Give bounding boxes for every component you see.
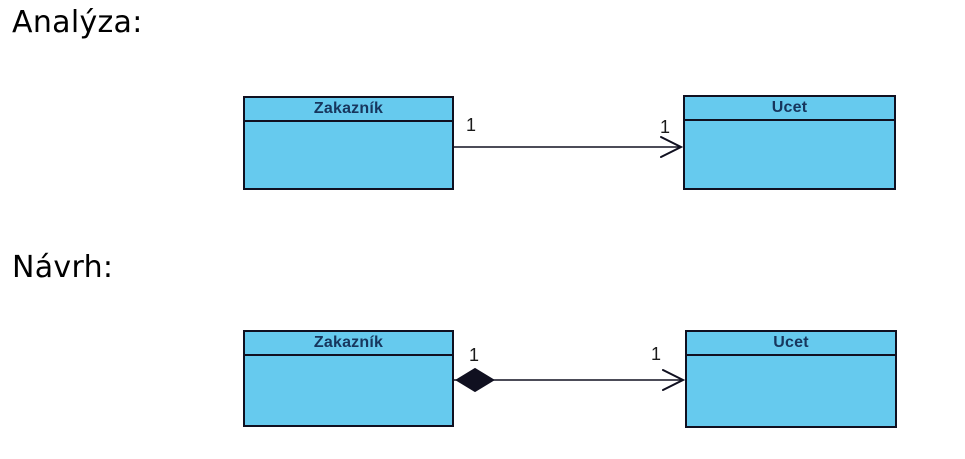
class-name-label: Zakazník — [245, 98, 452, 122]
multiplicity-label-source: 1 — [469, 345, 480, 365]
class-box-zakaznik-analyza: Zakazník — [243, 96, 454, 190]
class-attributes-compartment — [687, 356, 895, 426]
section-title-navrh: Návrh: — [12, 250, 114, 285]
class-attributes-compartment — [245, 356, 452, 425]
multiplicity-label-target: 1 — [660, 117, 671, 137]
multiplicity-label-target: 1 — [651, 344, 662, 364]
composition-diamond-icon — [455, 367, 495, 393]
class-name-label: Ucet — [687, 332, 895, 356]
class-box-zakaznik-navrh: Zakazník — [243, 330, 454, 427]
open-arrowhead-icon — [662, 369, 686, 391]
section-title-analyza: Analýza: — [12, 5, 143, 40]
multiplicity-label-source: 1 — [466, 115, 477, 135]
class-box-ucet-navrh: Ucet — [685, 330, 897, 428]
class-attributes-compartment — [245, 122, 452, 188]
class-name-label: Zakazník — [245, 332, 452, 356]
composition-connector-navrh — [454, 367, 686, 393]
class-name-label: Ucet — [685, 97, 894, 121]
open-arrowhead-icon — [660, 136, 684, 158]
class-attributes-compartment — [685, 121, 894, 188]
class-box-ucet-analyza: Ucet — [683, 95, 896, 190]
association-connector-analyza — [454, 136, 684, 158]
